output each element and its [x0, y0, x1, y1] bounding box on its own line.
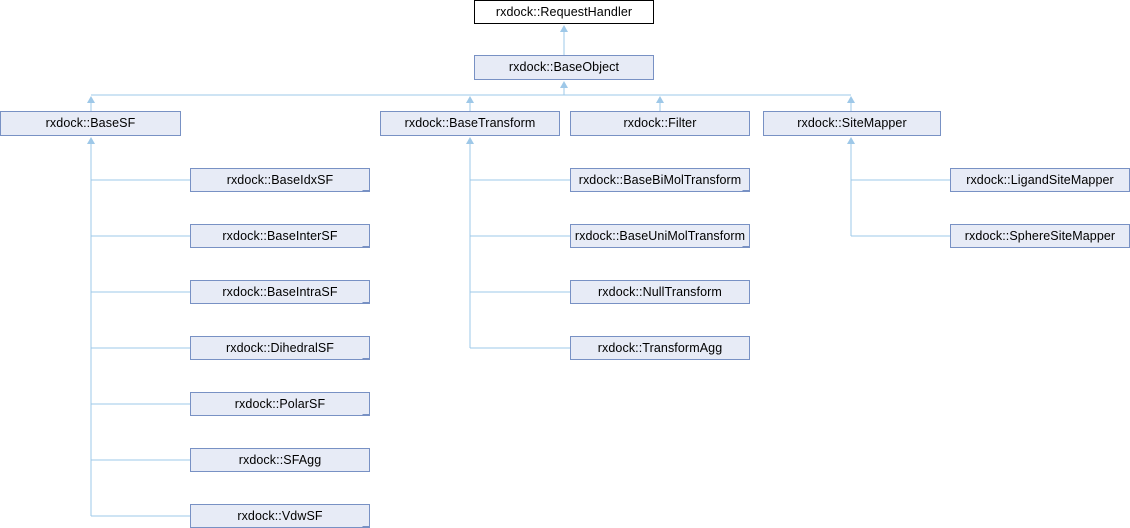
class-node-label: rxdock::DihedralSF	[225, 340, 335, 355]
class-node-base-unimol-transform[interactable]: rxdock::BaseUniMolTransform	[570, 224, 750, 248]
class-node-label: rxdock::BaseBiMolTransform	[578, 172, 742, 187]
class-node-vdw-sf[interactable]: rxdock::VdwSF	[190, 504, 370, 528]
class-node-label: rxdock::VdwSF	[237, 508, 323, 523]
class-node-label: rxdock::TransformAgg	[597, 340, 723, 355]
inheritance-arrow-5	[656, 96, 664, 103]
class-node-label: rxdock::BaseUniMolTransform	[574, 228, 746, 243]
class-node-label: rxdock::BaseInterSF	[222, 228, 338, 243]
inheritance-arrow-1	[560, 81, 568, 88]
inheritance-arrow-15	[466, 137, 474, 144]
class-node-null-transform: rxdock::NullTransform	[570, 280, 750, 304]
class-node-base-intra-sf[interactable]: rxdock::BaseIntraSF	[190, 280, 370, 304]
class-node-label: rxdock::PolarSF	[234, 396, 326, 411]
class-node-base-object: rxdock::BaseObject	[474, 55, 654, 80]
class-node-polar-sf[interactable]: rxdock::PolarSF	[190, 392, 370, 416]
class-node-base-transform: rxdock::BaseTransform	[380, 111, 560, 136]
inheritance-arrow-0	[560, 25, 568, 32]
class-node-dihedral-sf[interactable]: rxdock::DihedralSF	[190, 336, 370, 360]
class-node-label: rxdock::BaseIntraSF	[222, 284, 338, 299]
class-node-label: rxdock::RequestHandler	[495, 4, 633, 19]
class-node-label: rxdock::SphereSiteMapper	[964, 228, 1116, 243]
inheritance-arrow-4	[466, 96, 474, 103]
inheritance-arrow-20	[847, 137, 855, 144]
class-node-base-sf: rxdock::BaseSF	[0, 111, 181, 136]
class-node-sphere-site-mapper: rxdock::SphereSiteMapper	[950, 224, 1130, 248]
class-node-label: rxdock::BaseObject	[508, 60, 620, 75]
class-node-transform-agg: rxdock::TransformAgg	[570, 336, 750, 360]
class-node-filter: rxdock::Filter	[570, 111, 750, 136]
class-node-label: rxdock::SiteMapper	[797, 116, 907, 131]
class-node-label: rxdock::BaseTransform	[404, 116, 536, 131]
class-node-sf-agg: rxdock::SFAgg	[190, 448, 370, 472]
class-node-site-mapper: rxdock::SiteMapper	[763, 111, 941, 136]
class-node-label: rxdock::Filter	[623, 116, 697, 131]
class-node-base-inter-sf[interactable]: rxdock::BaseInterSF	[190, 224, 370, 248]
inheritance-arrow-6	[847, 96, 855, 103]
class-node-label: rxdock::BaseIdxSF	[226, 172, 334, 187]
class-node-ligand-site-mapper: rxdock::LigandSiteMapper	[950, 168, 1130, 192]
class-node-label: rxdock::SFAgg	[238, 452, 322, 467]
inheritance-arrow-3	[87, 96, 95, 103]
inheritance-arrow-7	[87, 137, 95, 144]
class-node-label: rxdock::BaseSF	[45, 116, 136, 131]
class-node-base-idx-sf[interactable]: rxdock::BaseIdxSF	[190, 168, 370, 192]
class-node-label: rxdock::LigandSiteMapper	[966, 172, 1114, 187]
class-node-label: rxdock::NullTransform	[598, 284, 722, 299]
class-node-base-bimol-transform[interactable]: rxdock::BaseBiMolTransform	[570, 168, 750, 192]
class-node-request-handler: rxdock::RequestHandler	[474, 0, 654, 24]
